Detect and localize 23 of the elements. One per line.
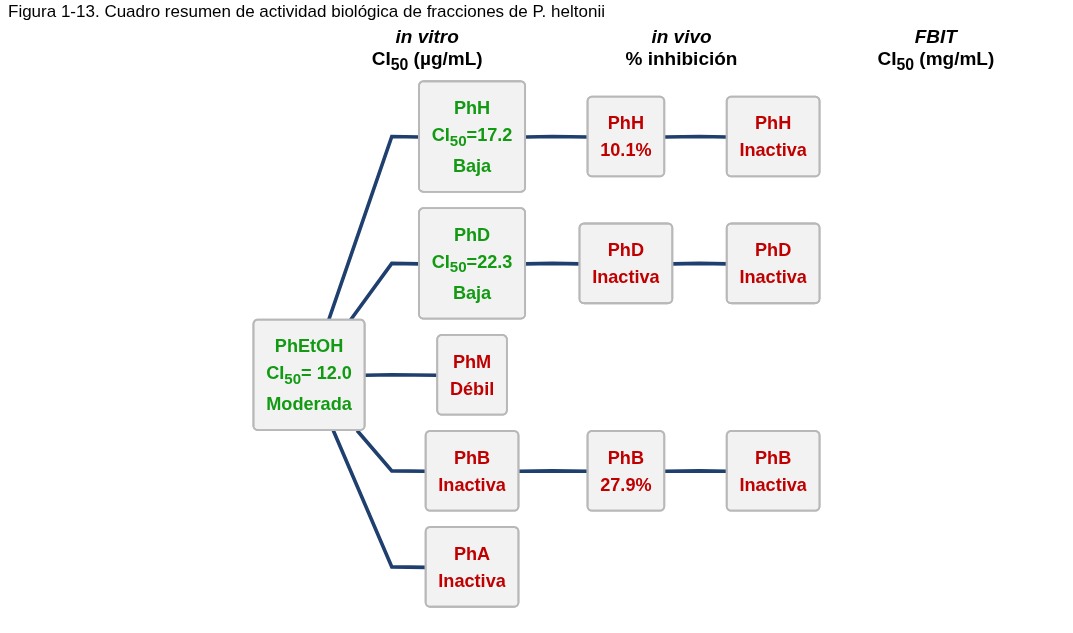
result-box: PhB 27.9% <box>586 429 666 512</box>
result-box: PhH CI$_{50}$=17.2 Baja <box>418 80 527 193</box>
result-box: PhD CI$_{50}$=22.3 Baja <box>418 207 527 320</box>
result-box: PhEtOH CI$_{50}$= 12.0 Moderada <box>252 318 366 431</box>
column-subheading: FBIT <box>914 26 957 48</box>
connector <box>525 134 588 139</box>
figure-title: Figura 1-13. Cuadro resumen de actividad biológica de fracciones de P. heltonii <box>7 1 606 23</box>
column-subheading: in vivo <box>651 26 712 48</box>
result-box: PhB Inactiva <box>725 429 821 512</box>
connector <box>518 468 588 473</box>
result-box: PhH 10.1% <box>586 95 666 178</box>
result-box: PhD Inactiva <box>725 222 821 304</box>
result-box: PhM Débil <box>436 333 508 416</box>
connector <box>525 261 580 266</box>
column-subheading: in vitro <box>395 26 459 48</box>
result-box: PhD Inactiva <box>578 222 674 304</box>
result-box: PhH Inactiva <box>725 95 821 178</box>
result-box: PhA Inactiva <box>424 525 520 608</box>
column-heading: CI$_{50}$ (µg/mL) <box>371 48 483 74</box>
column-heading: % inhibición <box>625 48 738 70</box>
connector <box>365 372 438 377</box>
result-box: PhB Inactiva <box>424 429 520 512</box>
column-heading: CI$_{50}$ (mg/mL) <box>877 48 995 74</box>
